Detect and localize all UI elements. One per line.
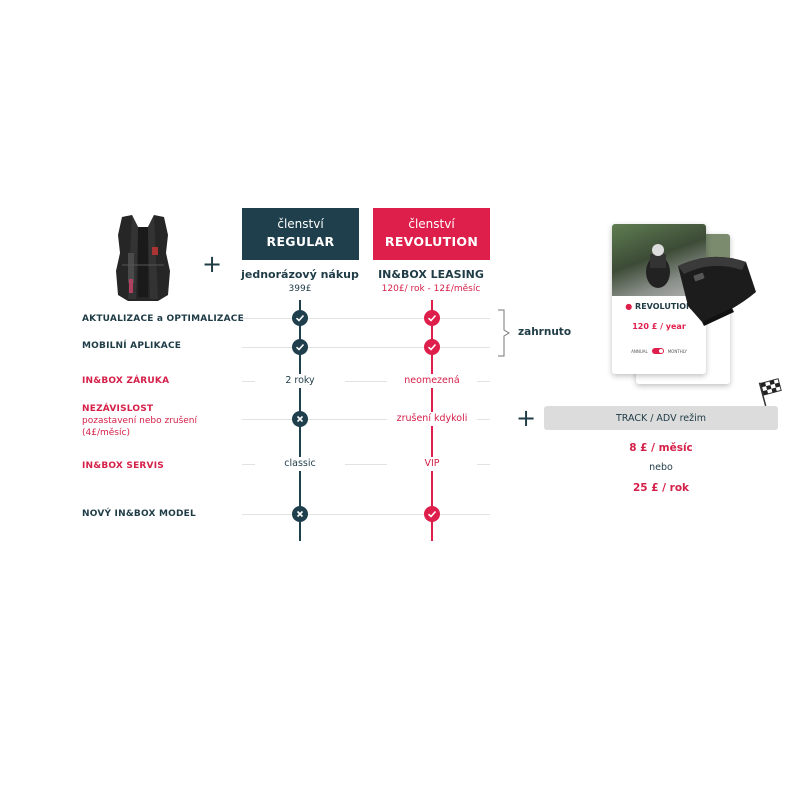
cross-icon: [292, 506, 308, 522]
check-icon: [424, 339, 440, 355]
promo-card-brand: REVOLUTION: [635, 302, 693, 311]
addon-monthly-price: 8 £ / měsíc: [629, 442, 693, 454]
plan-name: REVOLUTION: [384, 234, 479, 249]
promo-card-monthly-label: MONTHLY: [667, 348, 687, 354]
feature-warranty: IN&BOX ZÁRUKA: [82, 376, 170, 386]
plan-kicker: členství: [277, 217, 324, 231]
feature-independence-subtitle: pozastavení nebo zrušení (4£/měsíc): [82, 416, 198, 438]
row-divider: [242, 347, 490, 348]
check-icon: [292, 339, 308, 355]
plus-sign-left: +: [202, 250, 223, 278]
feature-service: IN&BOX SERVIS: [82, 461, 164, 471]
regular-price: 399£: [288, 284, 312, 294]
row-divider: [242, 464, 490, 465]
feature-mobile-app: MOBILNÍ APLIKACE: [82, 341, 182, 351]
promo-card-annual-label: ANNUAL: [631, 348, 648, 354]
inbox-device-image: [672, 246, 762, 326]
checkered-flag-icon: [756, 376, 786, 410]
track-adv-mode-bar: TRACK / ADV režim: [544, 406, 778, 430]
plan-header-revolution: členství REVOLUTION: [373, 208, 490, 260]
promo-card-price: 120 £ / year: [632, 322, 686, 331]
row-divider: [242, 514, 490, 515]
service-revolution-value: VIP: [387, 457, 477, 471]
plan-kicker: členství: [408, 217, 455, 231]
feature-independence: NEZÁVISLOST pozastavení nebo zrušení (4£…: [82, 403, 222, 439]
plan-name: REGULAR: [266, 234, 335, 249]
included-bracket: [496, 309, 512, 361]
row-divider: [242, 318, 490, 319]
included-label: zahrnuto: [518, 326, 572, 338]
airbag-vest-image: [108, 213, 178, 305]
feature-updates: AKTUALIZACE a OPTIMALIZACE: [82, 314, 244, 324]
warranty-revolution-value: neomezená: [387, 374, 477, 388]
addon-or-label: nebo: [649, 462, 673, 473]
check-icon: [424, 506, 440, 522]
addon-yearly-price: 25 £ / rok: [632, 482, 690, 494]
plan-header-regular: členství REGULAR: [242, 208, 359, 260]
warranty-regular-value: 2 roky: [255, 374, 345, 388]
regular-purchase-type: jednorázový nákup: [241, 268, 359, 281]
cross-icon: [292, 411, 308, 427]
row-divider: [242, 381, 490, 382]
track-adv-mode-label: TRACK / ADV režim: [615, 412, 707, 424]
plus-sign-right: +: [516, 404, 537, 432]
row-divider: [242, 419, 490, 420]
promo-card-toggle: [651, 348, 664, 354]
feature-new-model: NOVÝ IN&BOX MODEL: [82, 509, 196, 519]
independence-revolution-value: zrušení kdykoli: [387, 412, 477, 426]
revolution-price: 120£/ rok - 12£/měsíc: [381, 284, 481, 294]
revolution-purchase-type: IN&BOX LEASING: [378, 268, 484, 281]
feature-independence-title: NEZÁVISLOST: [82, 404, 154, 414]
check-icon: [292, 310, 308, 326]
service-regular-value: classic: [255, 457, 345, 471]
check-icon: [424, 310, 440, 326]
